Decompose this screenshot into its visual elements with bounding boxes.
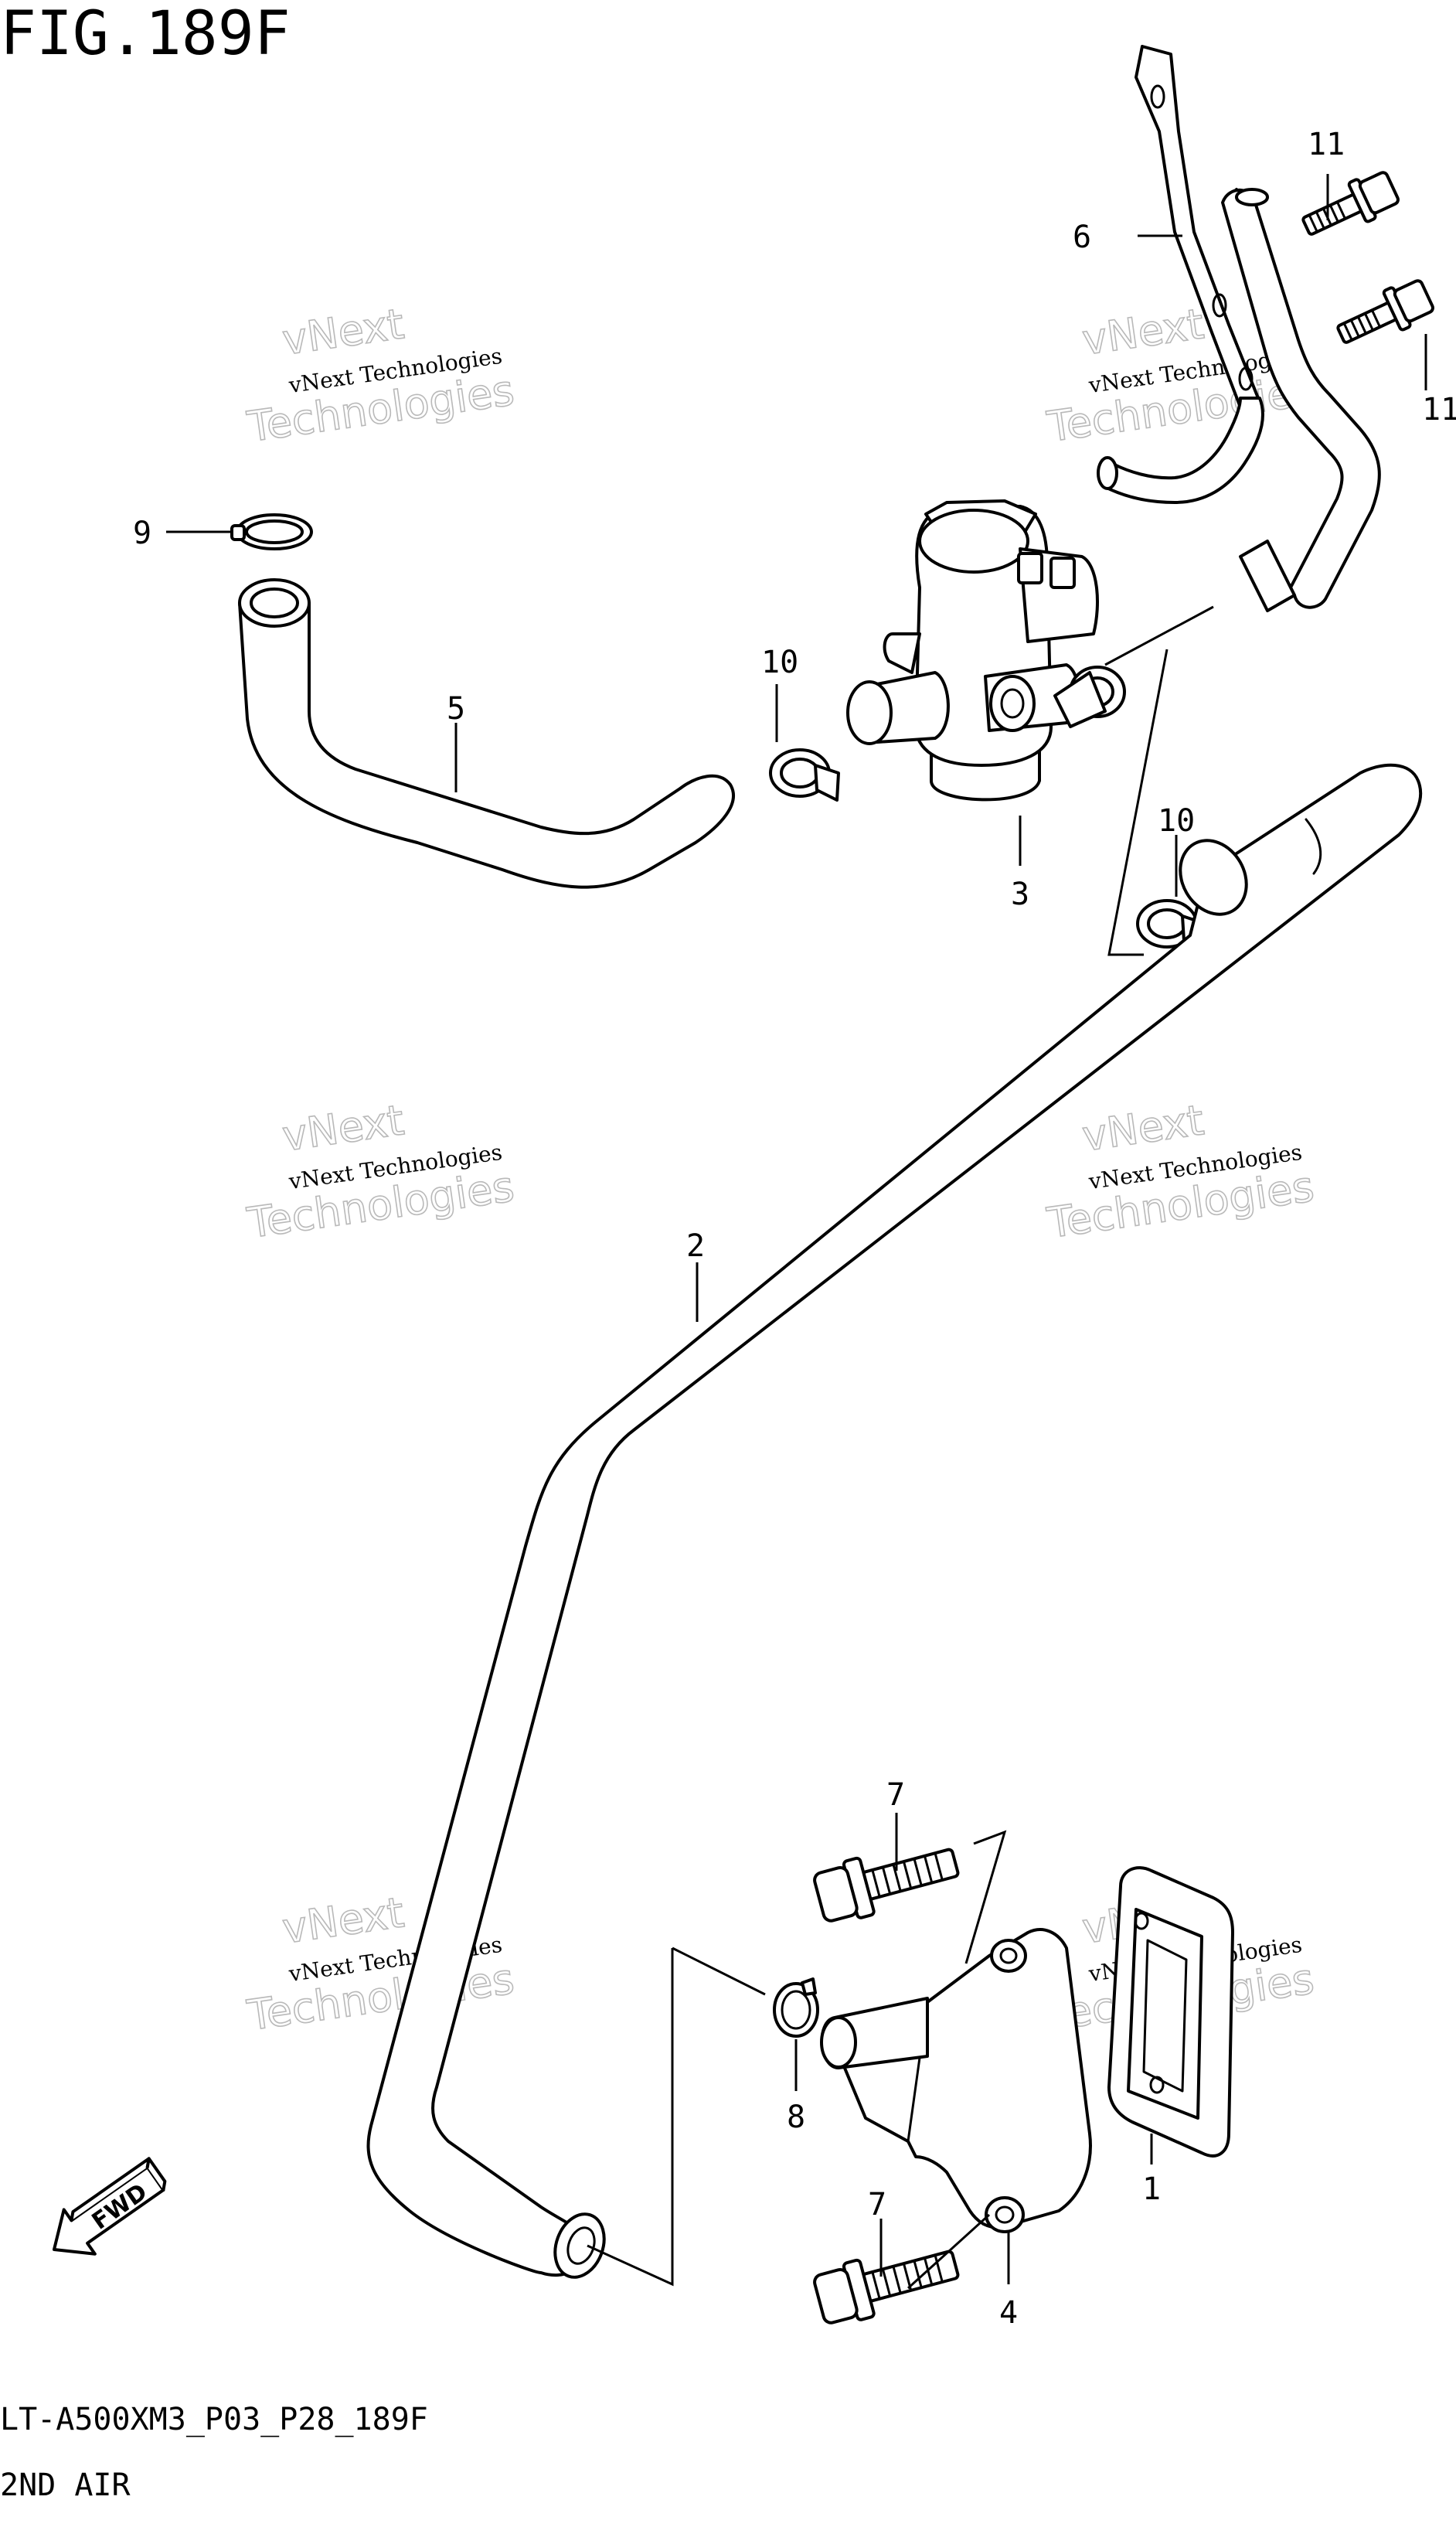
part-4-cover — [820, 1928, 1092, 2233]
model-code: LT-A500XM3_P03_P28_189F — [0, 2402, 428, 2437]
watermark-mid-right: vNext Technologies vNext Technologies — [1043, 1095, 1318, 1248]
watermark-mid-left: vNext Technologies vNext Technologies — [243, 1095, 518, 1248]
figure-title: FIG.189F — [0, 0, 291, 69]
callout-9: 9 — [133, 516, 151, 551]
watermark-brand: vNext — [280, 299, 407, 364]
part-3-air-valve — [846, 499, 1126, 802]
callout-8: 8 — [787, 2100, 805, 2135]
callout-4: 4 — [999, 2295, 1018, 2331]
part-7-bolt-upper — [813, 1848, 960, 1923]
callout-10-lower: 10 — [1158, 803, 1195, 839]
part-10-clamp-upper — [769, 748, 840, 802]
callout-7-lower: 7 — [868, 2187, 886, 2222]
part-9-clip — [230, 513, 313, 550]
part-1-gasket — [1107, 1866, 1234, 2158]
callout-11-upper: 11 — [1308, 127, 1345, 162]
section-name: 2ND AIR — [0, 2468, 131, 2503]
watermark-brand: vNext — [1080, 1095, 1207, 1160]
callout-11-lower: 11 — [1422, 392, 1456, 427]
part-8-clip — [773, 1977, 819, 2038]
watermark-brand: vNext — [1080, 299, 1207, 364]
part-6-hose — [238, 578, 735, 889]
fwd-arrow-icon: FWD — [53, 2157, 167, 2256]
part-2-hose — [366, 763, 1423, 2279]
callout-6: 5 — [447, 691, 465, 727]
watermark-brand: vNext — [280, 1095, 407, 1160]
callout-10-upper: 10 — [761, 645, 798, 680]
watermark-brand: vNext — [280, 1888, 407, 1953]
watermark-top-left: vNext Technologies vNext Technologies — [243, 298, 518, 451]
part-7-bolt-lower — [813, 2250, 960, 2325]
callout-5: 6 — [1073, 220, 1091, 255]
part-11-bolt-lower — [1336, 279, 1434, 344]
part-5-bracket — [1097, 45, 1381, 612]
callout-7-upper: 7 — [886, 1777, 905, 1813]
callout-leaders — [166, 174, 1427, 2284]
part-11-bolt-upper — [1301, 171, 1400, 236]
callout-1: 1 — [1142, 2171, 1161, 2207]
assembly-guide-lines — [587, 605, 1214, 2290]
callout-2: 2 — [686, 1228, 705, 1264]
callout-3: 3 — [1011, 877, 1029, 912]
